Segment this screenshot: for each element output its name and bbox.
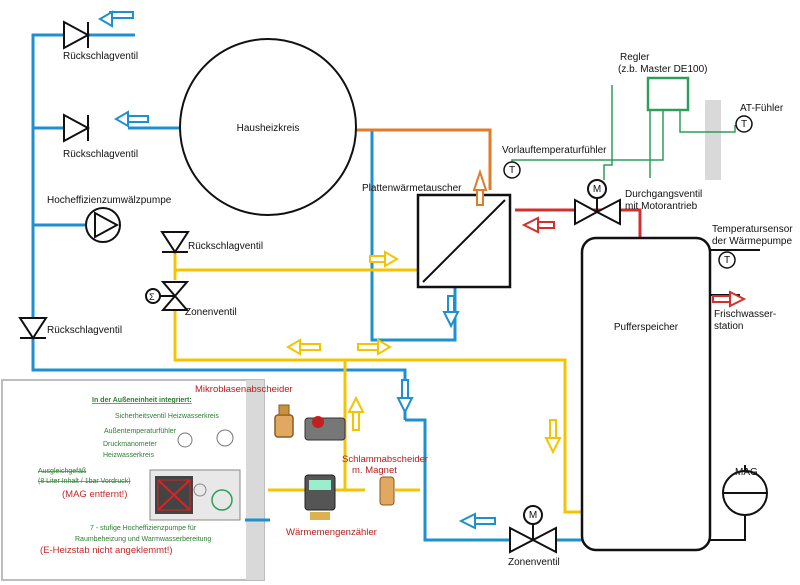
control-wires: [511, 85, 736, 180]
circulation-pump: [85, 207, 121, 243]
outdoor-title: In der Außeneinheit integriert:: [92, 397, 192, 404]
svg-text:Σ: Σ: [149, 292, 155, 302]
fresh-water-label-2: station: [714, 321, 743, 332]
controller-label-2: (z.b. Master DE100): [618, 64, 707, 75]
controller-label-1: Regler: [620, 52, 650, 63]
outdoor-temp-sensor: [735, 115, 753, 133]
check-valve-4: [18, 317, 48, 340]
zone-valve-2: [509, 505, 557, 554]
zone-valve-1-label: Zonenventil: [185, 307, 237, 318]
heating-label: Hausheizkreis: [237, 123, 300, 134]
outdoor-unit: [149, 469, 241, 521]
plate-heat-exchanger: [416, 193, 512, 289]
outdoor-dm1: Druckmanometer: [103, 441, 157, 448]
expansion-vessel: [722, 465, 768, 516]
flow-temp-sensor: [503, 161, 521, 179]
zone-valve-2-label: Zonenventil: [508, 557, 560, 568]
heat-meter-label: Wärmemengenzähler: [286, 527, 377, 538]
check-valve-2: [63, 113, 91, 143]
micro-bubble-separator: [274, 404, 346, 441]
outdoor-dm2: Heizwasserkreis: [103, 452, 154, 459]
outdoor-pump7-1: 7 - stufige Hocheffizienzpumpe für: [90, 525, 197, 532]
heatpump-temp-sensor-t: T: [724, 255, 730, 266]
sludge-label-1: Schlammabscheider: [342, 454, 428, 465]
check-valve-2-label: Rückschlagventil: [63, 149, 138, 160]
check-valve-3: [160, 231, 190, 254]
zone-valve-1: Σ: [145, 281, 190, 311]
pressure-gauge-icon: [177, 432, 193, 448]
heatpump-temp-sensor-label-2: der Wärmepumpe: [712, 236, 792, 247]
sludge-label-2: m. Magnet: [352, 465, 397, 476]
fresh-water-label-1: Frischwasser-: [714, 309, 776, 320]
pump-label: Hocheffizienzumwälzpumpe: [47, 195, 172, 206]
check-valve-1-label: Rückschlagventil: [63, 51, 138, 62]
outdoor-temp-sensor-label: AT-Fühler: [740, 103, 784, 114]
orange-flow-pipe: [355, 128, 492, 190]
outdoor-ag1: Ausgleichgefäß: [38, 468, 86, 475]
zone-valve-2-motor-m: M: [529, 510, 537, 521]
wall-section: [246, 380, 264, 580]
heatpump-temp-sensor: [718, 251, 736, 269]
check-valve-3-label: Rückschlagventil: [188, 241, 263, 252]
controller-box: [646, 76, 690, 112]
micro-bubble-label: Mikroblasenabscheider: [195, 384, 293, 395]
flow-temp-sensor-t: T: [509, 165, 515, 176]
mag-label: MAG: [735, 467, 758, 478]
motor-valve-label-1: Durchgangsventil: [625, 189, 702, 200]
hx-label: Plattenwärmetauscher: [362, 183, 462, 194]
house-heating-circle: [179, 38, 357, 216]
flow-temp-sensor-label: Vorlauftemperaturfühler: [502, 145, 607, 156]
heatpump-temp-sensor-label-1: Temperatursensor: [712, 224, 793, 235]
outdoor-sv: Sicherheitsventil Heizwasserkreis: [115, 413, 219, 420]
motor-valve-m: M: [593, 184, 601, 195]
sludge-separator: [379, 476, 395, 506]
check-valve-4-label: Rückschlagventil: [47, 325, 122, 336]
thermometer-icon: [216, 429, 234, 447]
buffer-tank: [580, 236, 712, 552]
outdoor-atf: Außentemperaturfühler: [104, 428, 177, 435]
heat-meter: [304, 474, 336, 520]
outdoor-estab: (E-Heizstab nicht angeklemmt!): [40, 545, 173, 556]
outdoor-mag-removed: (MAG entfernt!): [62, 489, 127, 500]
outdoor-temp-sensor-t: T: [741, 119, 747, 130]
outdoor-pump7-2: Raumbeheizung und Warmwasserbereitung: [75, 536, 211, 543]
flow-arrows: [98, 10, 747, 530]
motor-valve: [574, 179, 621, 226]
wall-section-right: [705, 100, 721, 180]
check-valve-1: [63, 20, 91, 50]
outdoor-ag2: (8 Liter Inhalt / 1bar Vordruck): [38, 478, 131, 485]
red-flow-pipe: [515, 208, 642, 240]
motor-valve-label-2: mit Motorantrieb: [625, 201, 698, 212]
buffer-label: Pufferspeicher: [614, 322, 679, 333]
